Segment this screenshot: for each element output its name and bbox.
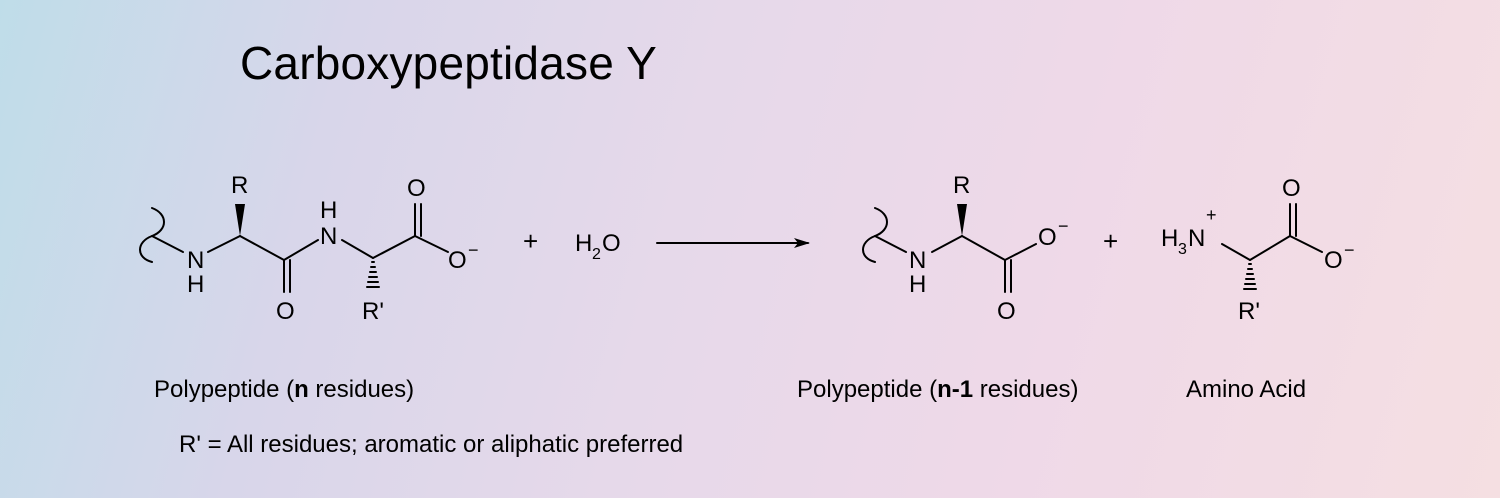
water-h: H [575,230,592,257]
polypeptide-n-structure [139,203,449,293]
atom-h-right: H [909,271,926,298]
bond-chain-n1 [151,235,184,253]
bond-ca1-c1 [239,235,285,261]
bond-ca-c-aa [1249,235,1291,261]
atom-h-mid: H [320,197,337,224]
charge-plus-aa: + [1206,205,1217,225]
water-o: O [602,230,621,257]
polypeptide-n1-structure [862,204,1037,293]
caption-middle-bold: n-1 [937,376,974,403]
bond-c-ominus-aa [1289,235,1323,253]
atom-o-top: O [407,175,426,202]
bond-ca-c [961,235,1006,261]
bond-chain-n [874,235,907,253]
atom-r: R [231,172,248,199]
atom-o-bottom: O [276,298,295,325]
atom-o-minus-right: O [1038,224,1057,251]
page-title: Carboxypeptidase Y [240,37,658,89]
bond-c-ominus [1004,243,1037,261]
caption-amino-acid: Amino Acid [1186,376,1307,403]
water-subscript: 2 [592,246,601,263]
bond-n-ca-aa [1221,243,1251,261]
atom-r-right: R [953,172,970,199]
bond-n-ca [931,235,963,253]
atom-n-mid: N [320,223,337,250]
h3-subscript: 3 [1178,241,1187,258]
charge-minus-right: − [1058,216,1069,236]
hash-bond-r-prime [366,261,380,288]
caption-left-post: residues) [308,376,415,403]
atom-n-right: N [909,247,926,274]
atom-o-top-aa: O [1282,175,1301,202]
bond-c2-ominus [414,235,449,253]
caption-middle-post: residues) [973,376,1079,403]
bond-ca2-c2 [372,235,416,259]
atom-r-prime-aa: R' [1238,298,1260,325]
atom-o-minus-aa: O [1324,247,1343,274]
caption-note: R' = All residues; aromatic or aliphatic… [179,431,684,458]
caption-left-pre: Polypeptide ( [154,376,295,403]
caption-polypeptide-n: Polypeptide (n residues) [154,376,414,404]
atom-n-left: N [187,247,204,274]
caption-left-bold: n [294,376,309,403]
wedge-bond-r [235,204,245,236]
atom-h-left: H [187,271,204,298]
amino-acid-structure [1221,203,1323,290]
caption-middle-pre: Polypeptide ( [797,376,938,403]
hash-bond-r-prime-aa [1243,263,1257,290]
bond-c1-n2 [283,239,319,261]
bond-n2-ca2 [341,239,374,259]
wedge-bond-r-right [957,204,967,236]
charge-minus-aa: − [1344,240,1355,260]
atom-h3: H [1161,225,1178,252]
caption-polypeptide-n1: Polypeptide (n-1 residues) [797,376,1078,404]
plus-sign-2: + [1103,226,1118,256]
atom-n-aa: N [1188,225,1205,252]
plus-sign-1: + [523,226,538,256]
charge-minus-left: − [468,240,479,260]
atom-o-bottom-right: O [997,298,1016,325]
atom-o-minus: O [448,247,467,274]
atom-r-prime: R' [362,298,384,325]
bond-n1-ca1 [207,235,241,253]
